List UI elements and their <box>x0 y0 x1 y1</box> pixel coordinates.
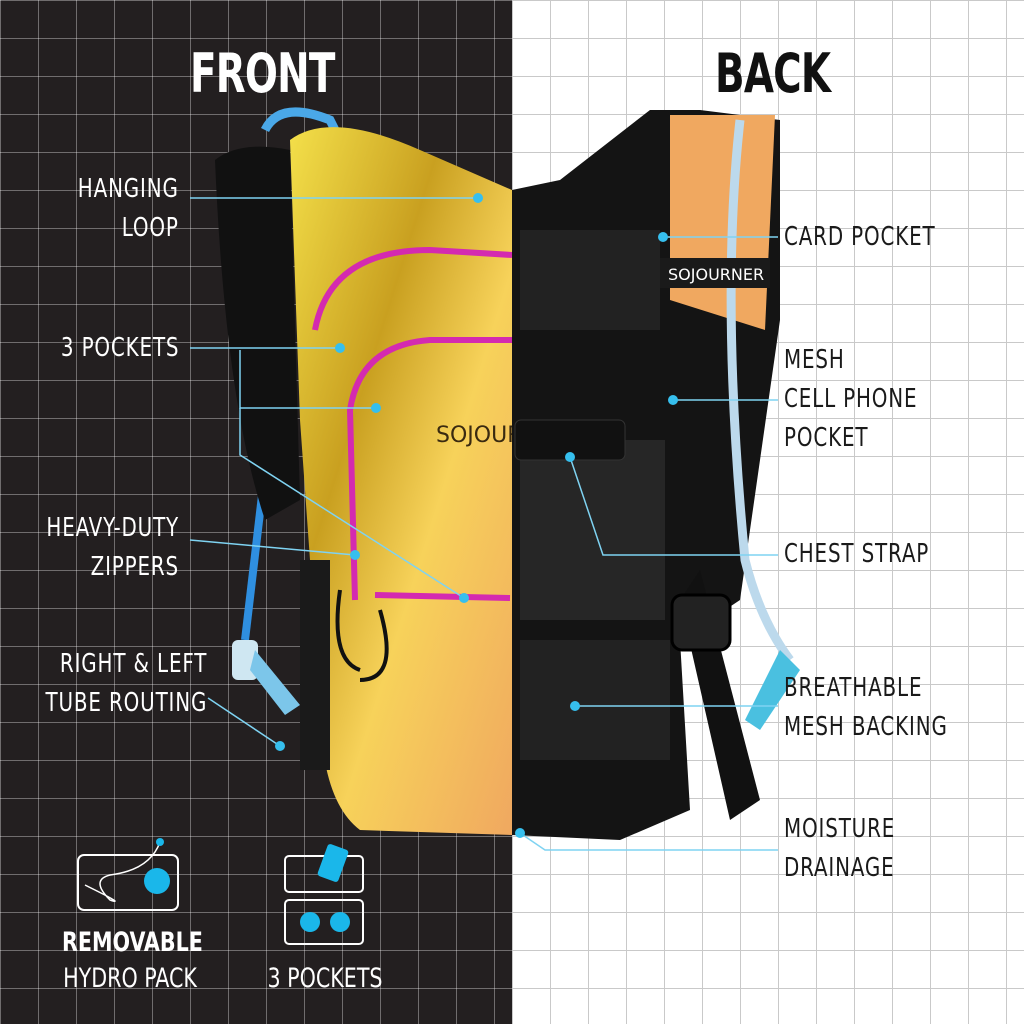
feature-3-pockets: 3 POCKETS <box>257 961 393 997</box>
phone-and-sunglasses-pockets-icon <box>284 844 364 945</box>
front-heading: FRONT <box>190 42 335 105</box>
feature-subtitle: HYDRO PACK <box>63 963 197 994</box>
back-brand-text: SOJOURNER <box>668 265 764 284</box>
label-tube-routing: RIGHT & LEFT TUBE ROUTING <box>45 649 207 718</box>
label-3-pockets: 3 POCKETS <box>60 333 179 363</box>
feature-hydro-pack: REMOVABLE HYDRO PACK <box>62 925 203 997</box>
label-breathable-mesh: BREATHABLE MESH BACKING <box>784 673 948 742</box>
label-card-pocket: CARD POCKET <box>784 222 936 252</box>
label-moisture-drainage: MOISTURE DRAINAGE <box>784 814 896 883</box>
label-heavy-duty-zippers: HEAVY-DUTY ZIPPERS <box>46 513 179 582</box>
label-hanging-loop: HANGING LOOP <box>78 174 179 243</box>
feature-title: REMOVABLE <box>62 927 203 958</box>
front-brand-text: SOJOUR <box>436 423 522 448</box>
feature-subtitle: 3 POCKETS <box>267 963 383 994</box>
back-heading: BACK <box>715 42 831 105</box>
label-mesh-phone-pocket: MESH CELL PHONE POCKET <box>784 345 918 453</box>
hydration-bladder-icon <box>77 838 179 911</box>
label-chest-strap: CHEST STRAP <box>784 539 930 569</box>
